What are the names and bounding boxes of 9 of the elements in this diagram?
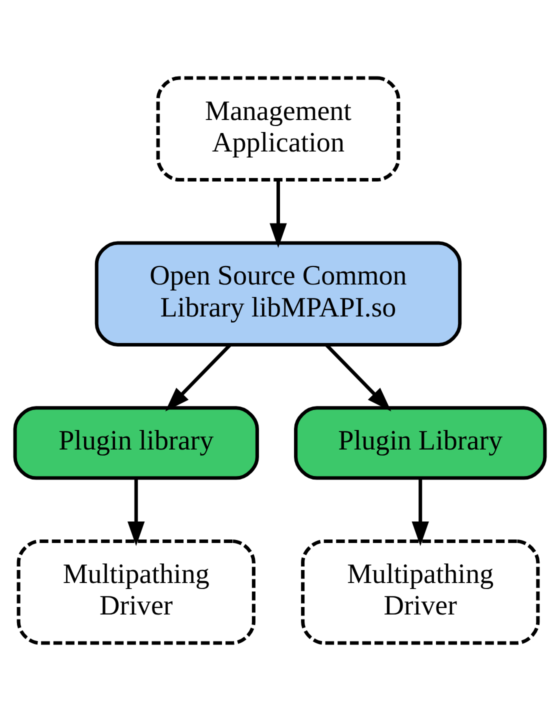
node-box: Multipathing Driver xyxy=(16,538,256,644)
node-box: Multipathing Driver xyxy=(301,538,540,644)
node-box: Management Application xyxy=(156,76,400,182)
arrow xyxy=(128,478,145,546)
arrow xyxy=(412,478,429,546)
node-box: Plugin Library xyxy=(294,406,547,480)
arrow xyxy=(270,179,287,248)
node-box: Open Source Common Library libMPAPI.so xyxy=(94,240,462,346)
node-box: Plugin library xyxy=(13,406,259,480)
